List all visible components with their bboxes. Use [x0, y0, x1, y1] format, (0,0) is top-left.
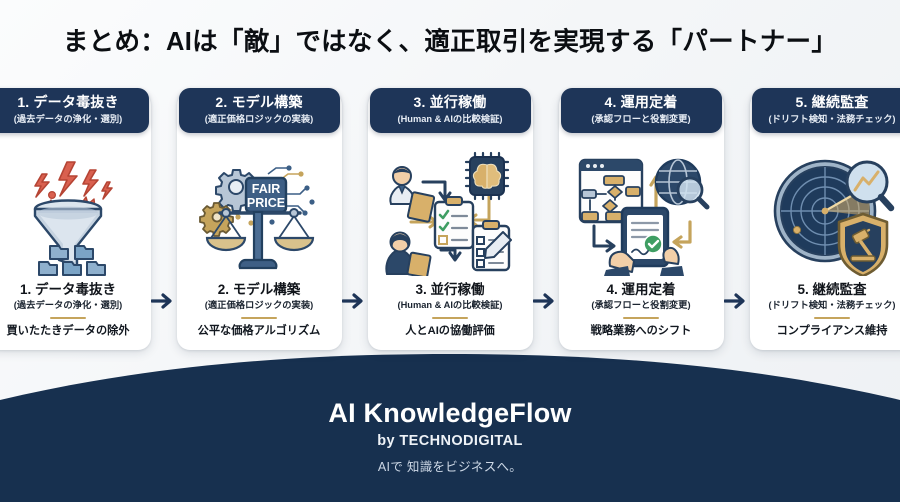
step-footer-title-2: 2. モデル構築 [217, 282, 301, 297]
step-card-5[interactable]: 5. 継続監査 (ドリフト検知・法務チェック) [749, 88, 900, 350]
fair-price-line2: PRICE [247, 196, 285, 210]
step-header-sub-5: (ドリフト検知・法務チェック) [768, 113, 896, 124]
step-footer-sub-3: (Human & AIの比較検証) [397, 299, 503, 310]
right-arrow-icon-3 [532, 152, 559, 450]
step-card-4[interactable]: 4. 運用定着 (承認フローと役割変更) [558, 88, 724, 350]
fair-price-line1: FAIR [252, 182, 280, 196]
step-header-sub-3: (Human & AIの比較検証) [397, 113, 503, 124]
steps-row: 1. データ毒抜き (過去データの浄化・選別) [0, 88, 900, 390]
right-arrow-icon-4 [723, 152, 750, 450]
step-header-2: 2. モデル構築 (適正価格ロジックの実装) [178, 88, 340, 134]
step-header-title-3: 3. 並行稼働 [413, 94, 487, 110]
step-footer-2: 2. モデル構築 (適正価格ロジックの実装) 公平な価格アルゴリズム [177, 276, 342, 350]
step-header-title-2: 2. モデル構築 [215, 94, 303, 110]
step-slot-3: 3. 並行稼働 (Human & AIの比較検証) [367, 88, 533, 350]
step-card-1[interactable]: 1. データ毒抜き (過去データの浄化・選別) [0, 88, 151, 350]
footer-band [0, 352, 900, 502]
step-note-4: 戦略業務へのシフト [590, 325, 692, 338]
step-note-3: 人とAIの協働評価 [405, 325, 495, 338]
step-footer-title-4: 4. 運用定着 [606, 282, 676, 297]
page-title-bar: まとめ：AIは「敵」ではなく、適正取引を実現する「パートナー」 [0, 0, 900, 78]
step-slot-1: 1. データ毒抜き (過去データの浄化・選別) [0, 88, 151, 350]
step-footer-title-5: 5. 継続監査 [797, 282, 867, 297]
step-slot-2: 2. モデル構築 (適正価格ロジックの実装) [176, 88, 342, 350]
step-footer-sub-4: (承認フローと役割変更) [591, 299, 691, 310]
step-note-5: コンプライアンス維持 [776, 325, 888, 338]
step-header-sub-1: (過去データの浄化・選別) [13, 113, 123, 124]
step-header-title-4: 4. 運用定着 [604, 94, 678, 110]
step-header-sub-2: (適正価格ロジックの実装) [204, 113, 314, 124]
brand-name: AI KnowledgeFlow [328, 398, 572, 428]
right-arrow-icon-1 [150, 152, 177, 450]
radar-monitoring-legal-shield-icon [761, 150, 900, 276]
gold-divider [50, 317, 86, 320]
footer-shape [0, 354, 900, 502]
right-arrow-icon-2 [341, 152, 368, 450]
step-footer-5: 5. 継続監査 (ドリフト検知・法務チェック) コンプライアンス維持 [750, 276, 900, 350]
gold-divider [241, 317, 277, 320]
workflow-tablet-approval-icon [570, 150, 712, 276]
brand-tagline: AIで 知識をビジネスへ。 [377, 460, 523, 474]
gold-divider [432, 317, 468, 320]
gold-divider [623, 317, 659, 320]
gold-divider [814, 317, 850, 320]
step-footer-sub-2: (適正価格ロジックの実装) [204, 299, 314, 310]
step-note-2: 公平な価格アルゴリズム [197, 325, 321, 338]
step-header-sub-4: (承認フローと役割変更) [591, 113, 691, 124]
funnel-filter-toxic-data-icon [0, 150, 139, 276]
step-card-2[interactable]: 2. モデル構築 (適正価格ロジックの実装) [176, 88, 342, 350]
footer-branding: AI KnowledgeFlow by TECHNODIGITAL AIで 知識… [0, 390, 900, 502]
step-header-4: 4. 運用定着 (承認フローと役割変更) [560, 88, 722, 134]
step-slot-5: 5. 継続監査 (ドリフト検知・法務チェック) [749, 88, 900, 350]
step-header-title-1: 1. データ毒抜き [17, 94, 119, 110]
step-footer-1: 1. データ毒抜き (過去データの浄化・選別) 買いたたきデータの除外 [0, 276, 151, 350]
balance-scale-fair-price-icon: FAIR PRICE [188, 150, 330, 276]
step-card-3[interactable]: 3. 並行稼働 (Human & AIの比較検証) [367, 88, 533, 350]
step-footer-title-3: 3. 並行稼働 [415, 282, 485, 297]
step-footer-sub-5: (ドリフト検知・法務チェック) [768, 299, 896, 310]
step-header-1: 1. データ毒抜き (過去データの浄化・選別) [0, 88, 149, 134]
human-ai-checklist-comparison-icon [379, 150, 521, 276]
step-footer-4: 4. 運用定着 (承認フローと役割変更) 戦略業務へのシフト [559, 276, 724, 350]
page-title: まとめ：AIは「敵」ではなく、適正取引を実現する「パートナー」 [62, 27, 838, 56]
step-footer-3: 3. 並行稼働 (Human & AIの比較検証) 人とAIの協働評価 [368, 276, 533, 350]
brand-byline: by TECHNODIGITAL [377, 433, 523, 449]
step-header-5: 5. 継続監査 (ドリフト検知・法務チェック) [751, 88, 900, 134]
step-footer-sub-1: (過去データの浄化・選別) [13, 299, 123, 310]
step-header-3: 3. 並行稼働 (Human & AIの比較検証) [369, 88, 531, 134]
step-header-title-5: 5. 継続監査 [795, 94, 869, 110]
step-slot-4: 4. 運用定着 (承認フローと役割変更) [558, 88, 724, 350]
step-footer-title-1: 1. データ毒抜き [19, 282, 116, 297]
step-note-1: 買いたたきデータの除外 [6, 325, 130, 338]
